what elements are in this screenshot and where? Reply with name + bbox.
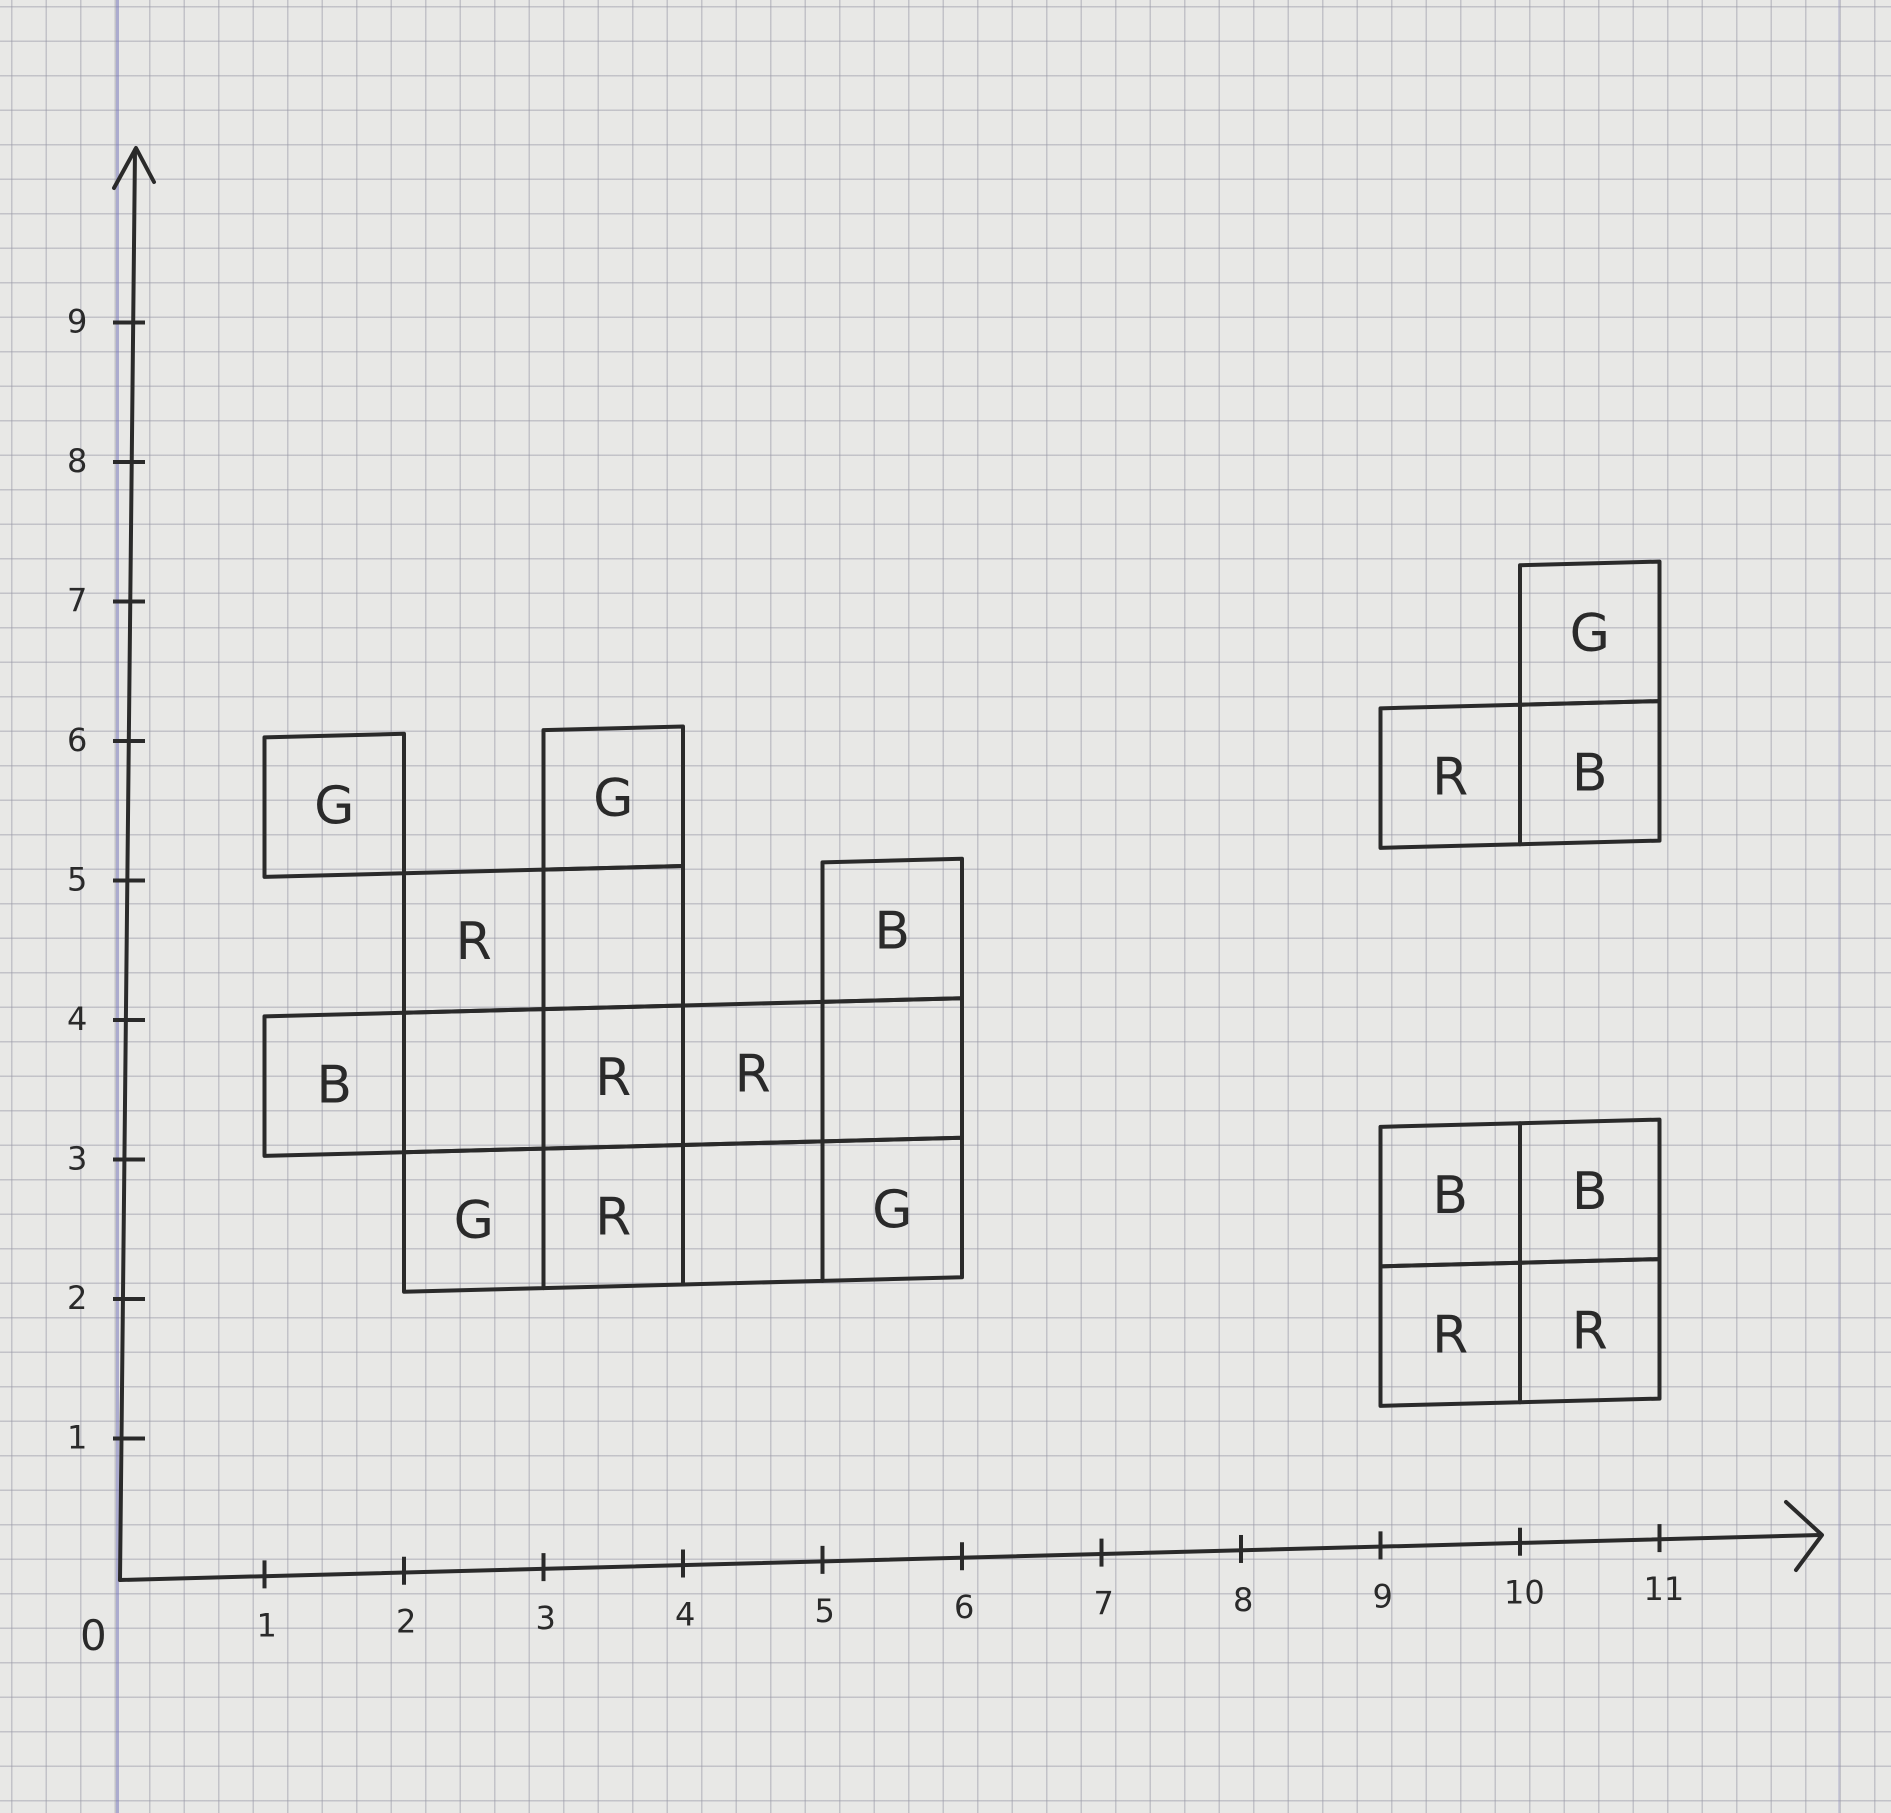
square-letter: R	[456, 912, 492, 972]
y-axis-arrowhead	[112, 146, 156, 190]
x-tick-label: 6	[954, 1588, 974, 1626]
grid-square	[820, 1135, 964, 1283]
square-letter: B	[1432, 1166, 1468, 1226]
x-tick-label: 9	[1373, 1577, 1393, 1615]
y-axis-ticks: 1 2 3 4 5 6 7 8 9	[67, 303, 145, 1457]
axes: 0	[80, 146, 1824, 1660]
bottom-right-square-group: B B R R	[1378, 1117, 1662, 1408]
x-tick-label: 8	[1233, 1581, 1253, 1619]
x-tick-label: 10	[1504, 1574, 1545, 1612]
square-letter: R	[735, 1044, 771, 1104]
x-axis	[118, 1533, 1822, 1582]
square-letter: G	[593, 769, 633, 829]
x-tick-label: 2	[396, 1603, 416, 1641]
square-letter: B	[1572, 1162, 1608, 1222]
square-letter: G	[872, 1180, 912, 1240]
x-tick-label: 4	[675, 1595, 695, 1633]
top-right-square-group: G R B	[1378, 559, 1662, 850]
y-tick-label: 5	[67, 861, 87, 899]
square-letter: R	[595, 1048, 631, 1108]
square-letter: G	[314, 776, 354, 836]
y-tick-label: 3	[67, 1140, 87, 1178]
y-tick-label: 9	[67, 303, 87, 341]
square-letter: R	[595, 1188, 631, 1248]
y-axis	[118, 148, 137, 1582]
origin-label: 0	[80, 1611, 107, 1660]
grid-square	[402, 1007, 546, 1155]
x-tick-label: 3	[536, 1599, 556, 1637]
x-tick-label: 11	[1644, 1570, 1685, 1608]
square-letter: R	[1432, 747, 1468, 807]
y-tick-label: 1	[67, 1419, 87, 1457]
grid-square	[1518, 1257, 1662, 1405]
right-margin-line	[1838, 0, 1840, 1813]
x-axis-arrowhead	[1784, 1500, 1824, 1572]
square-letter: G	[1570, 604, 1610, 664]
left-square-group: G G R B B R R G R G	[262, 724, 964, 1294]
grid-square	[820, 996, 964, 1144]
x-tick-label: 5	[815, 1592, 835, 1630]
square-letter: B	[316, 1055, 352, 1115]
square-letter: R	[1432, 1305, 1468, 1365]
square-letter: G	[454, 1191, 494, 1251]
x-tick-label: 1	[257, 1606, 277, 1644]
square-letter: B	[874, 901, 910, 961]
y-tick-label: 6	[67, 721, 87, 759]
y-tick-label: 8	[67, 442, 87, 480]
grid-square	[1518, 699, 1662, 847]
square-letter: R	[1572, 1302, 1608, 1362]
y-tick-label: 2	[67, 1279, 87, 1317]
y-tick-label: 4	[67, 1000, 87, 1038]
y-tick-label: 7	[67, 582, 87, 620]
square-letter: B	[1572, 744, 1608, 804]
margin-line	[116, 0, 119, 1813]
grid-square	[681, 1139, 825, 1287]
x-tick-label: 7	[1094, 1585, 1114, 1623]
x-axis-ticks: 1 2 3 4 5 6 7 8 9 10 11	[257, 1524, 1685, 1644]
grid-square	[541, 863, 685, 1012]
